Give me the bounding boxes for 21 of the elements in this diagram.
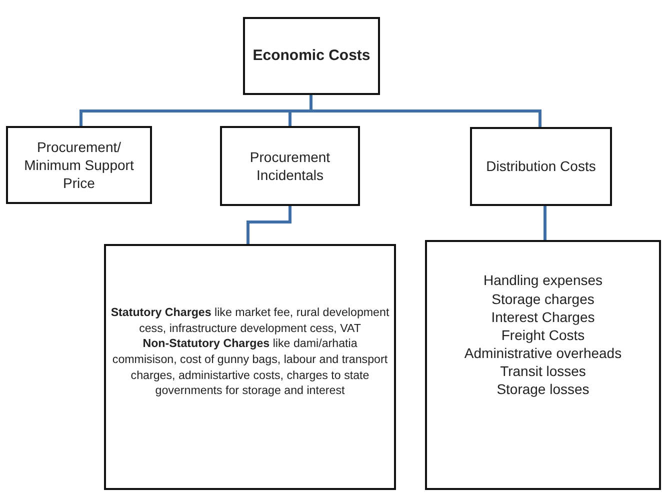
process-box: [6, 126, 152, 204]
box-text: Non-Statutory Charges like dami/arhatia commisison, cost of gunny bags, labour and transport charges, administartive costs, charges to state governments for storage and interest: [111, 336, 389, 399]
box-text: Handling expenses: [483, 271, 603, 290]
box-text: Procurement Incidentals: [248, 148, 332, 184]
box-text: Procurement/ Minimum Support Price: [23, 138, 135, 192]
process-box: [425, 240, 661, 490]
box-text: Distribution Costs: [486, 157, 596, 176]
process-box: [220, 126, 360, 206]
box-text: Administrative overheads: [464, 344, 622, 362]
box-text: Storage charges: [492, 290, 594, 308]
box-text: Economic Costs: [252, 46, 370, 66]
box-text: Storage losses: [496, 380, 590, 399]
connector-line: [246, 206, 292, 244]
box-text: Freight Costs: [501, 326, 585, 344]
process-box: [104, 244, 396, 490]
box-text: Transit losses: [500, 362, 586, 380]
process-box: [470, 127, 612, 206]
connector-line: [310, 95, 542, 127]
connector-line: [544, 206, 546, 240]
process-box: [243, 17, 380, 95]
box-text: Interest Charges: [491, 308, 595, 326]
